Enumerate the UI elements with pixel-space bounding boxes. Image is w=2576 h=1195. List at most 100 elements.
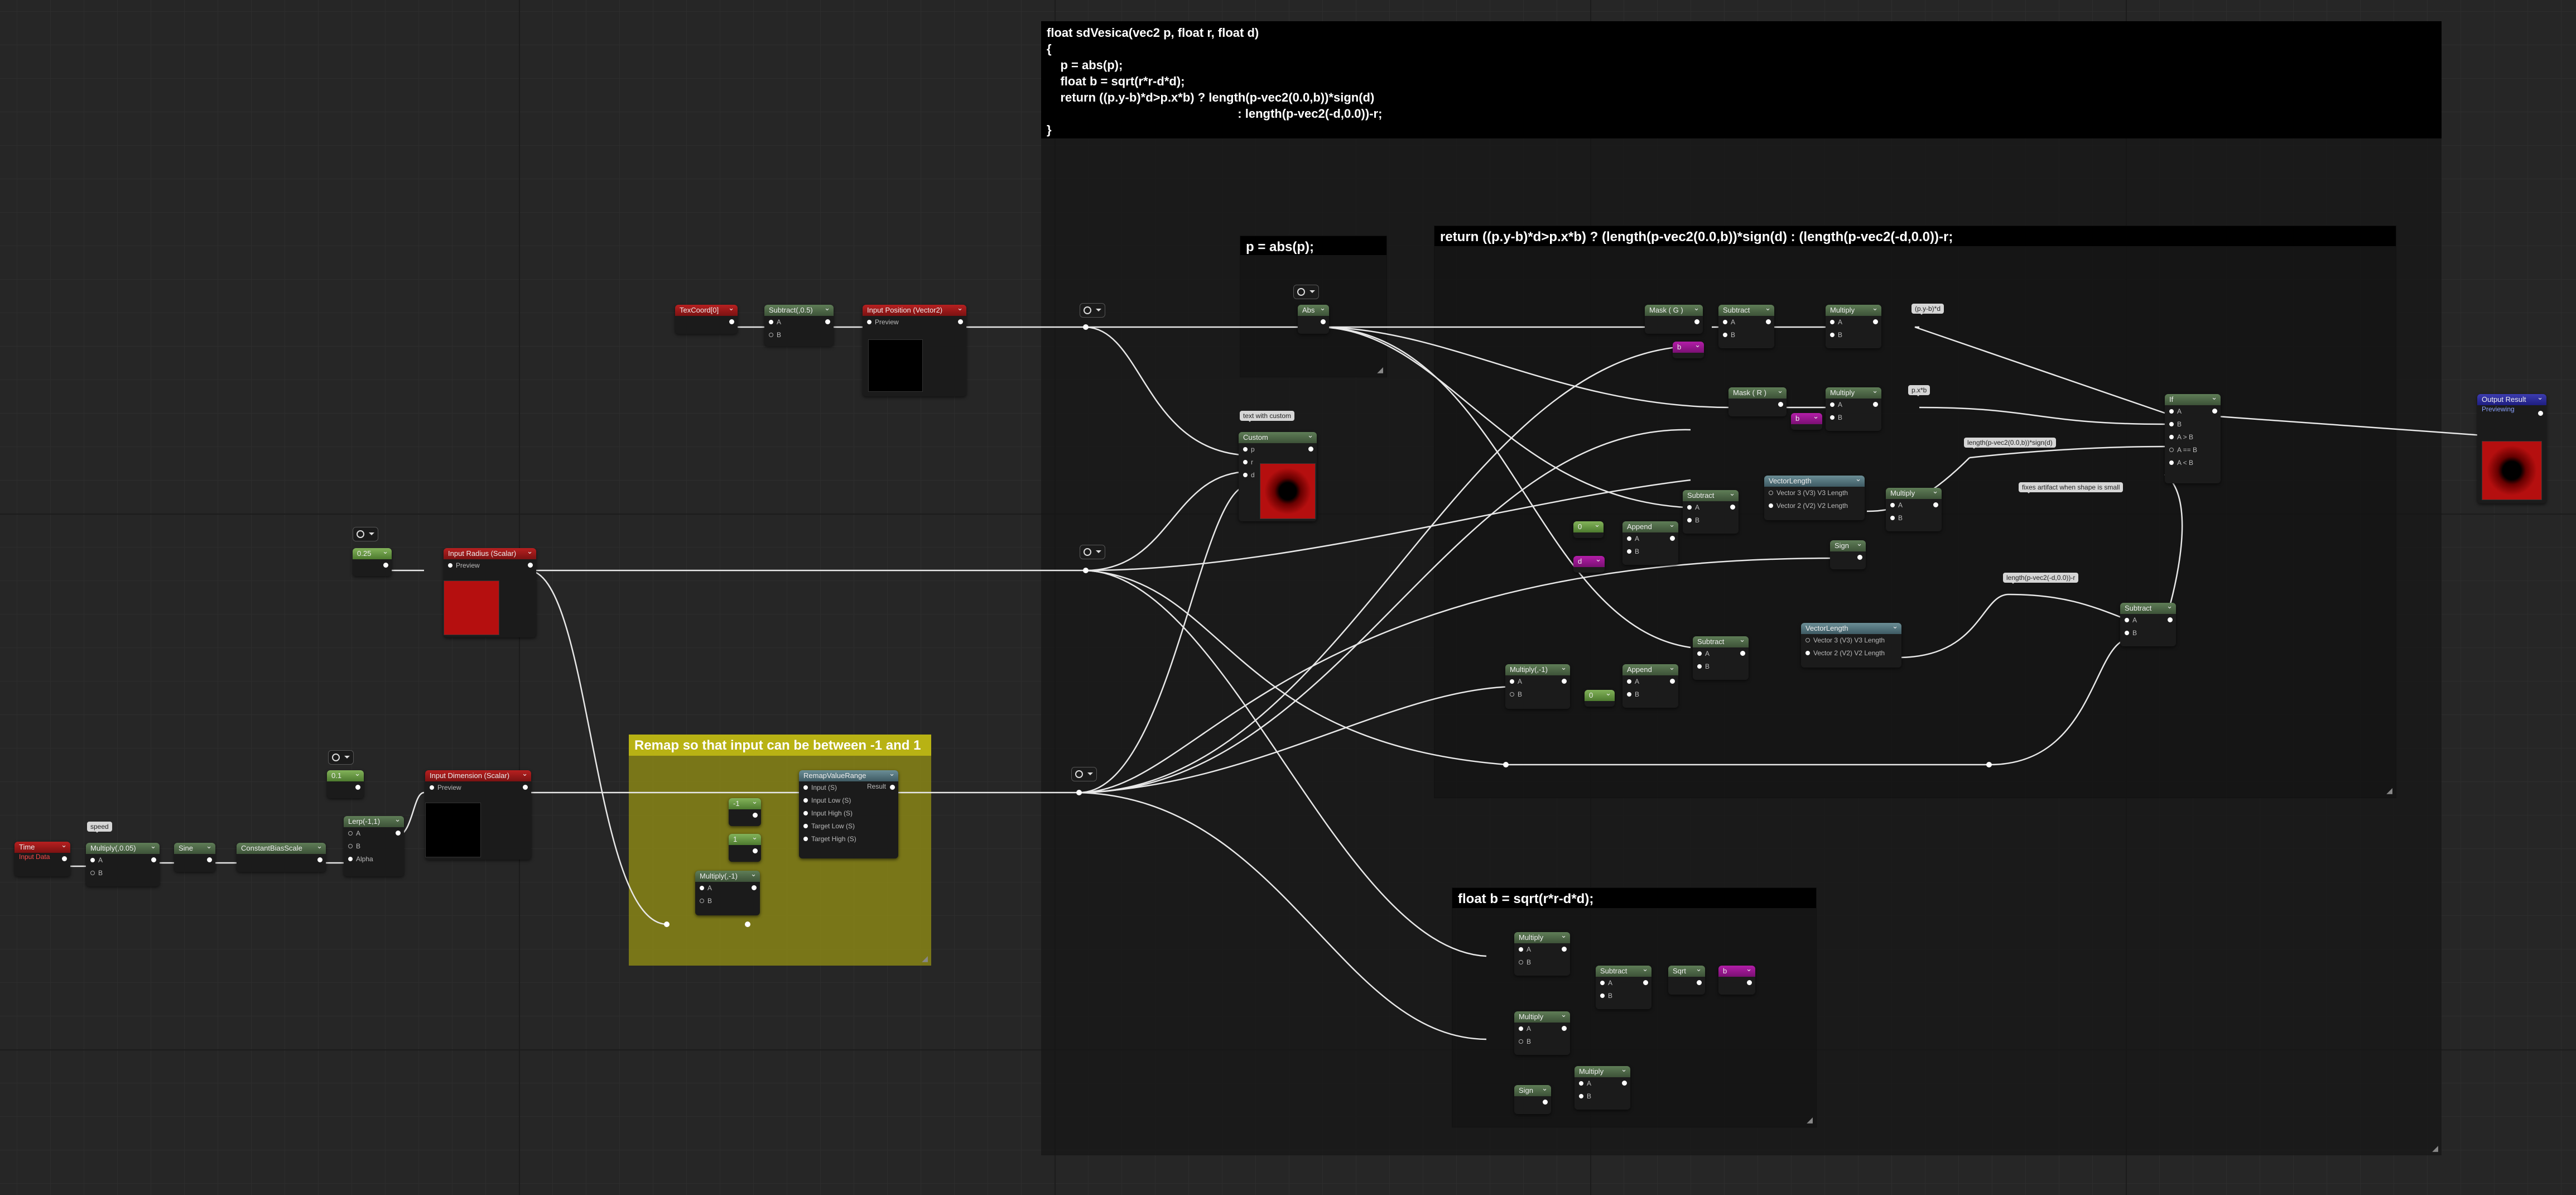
- lerp-output-pin[interactable]: [396, 831, 401, 836]
- pin-b[interactable]: B: [1886, 512, 1942, 525]
- remap-multiply-output-pin[interactable]: [752, 885, 757, 890]
- pin-b[interactable]: B: [1575, 1090, 1630, 1103]
- append-output-pin[interactable]: [1670, 536, 1675, 541]
- pin-b[interactable]: B: [1596, 990, 1651, 1002]
- custom-node[interactable]: Custom p r d: [1239, 432, 1317, 521]
- preview-pin[interactable]: Preview: [444, 559, 536, 572]
- reroute-node[interactable]: [1503, 762, 1509, 767]
- subtract-output-pin[interactable]: [1740, 651, 1745, 656]
- multiply-output-pin[interactable]: [1873, 402, 1878, 407]
- sine-output-pin[interactable]: [207, 857, 212, 862]
- pin-b[interactable]: B: [1683, 514, 1739, 527]
- b-param-output-node[interactable]: b: [1718, 966, 1755, 995]
- multiply-output-pin[interactable]: [1562, 1026, 1567, 1031]
- abs-node[interactable]: Abs: [1298, 305, 1329, 334]
- constant-bias-node[interactable]: ConstantBiasScale: [237, 843, 326, 872]
- pin-a[interactable]: A: [1596, 977, 1651, 990]
- reroute-node[interactable]: [745, 922, 750, 927]
- pin-a[interactable]: A: [1505, 675, 1570, 688]
- reroute-node[interactable]: [1986, 762, 1992, 767]
- sqrt-node[interactable]: Sqrt: [1668, 966, 1705, 995]
- pin-b[interactable]: B: [1826, 329, 1881, 342]
- pin-b[interactable]: B: [1718, 329, 1774, 342]
- pin-a[interactable]: A: [344, 827, 404, 840]
- sign-output-pin[interactable]: [1543, 1100, 1548, 1105]
- resize-grip-icon[interactable]: ◢: [1807, 1115, 1813, 1124]
- append-output-pin[interactable]: [1670, 679, 1675, 684]
- if-output-pin[interactable]: [2212, 409, 2217, 414]
- sign-output-pin[interactable]: [1857, 555, 1862, 560]
- if-pin-b[interactable]: B: [2165, 418, 2221, 431]
- sine-node[interactable]: Sine: [174, 843, 215, 872]
- pin-a[interactable]: A: [1514, 1023, 1570, 1035]
- pin-b[interactable]: B: [1693, 660, 1749, 673]
- multiply-output-pin[interactable]: [1622, 1081, 1627, 1086]
- reroute-node[interactable]: [1083, 324, 1089, 330]
- remap-input-low-pin[interactable]: Input Low (S): [799, 794, 898, 807]
- remap-const-1-node[interactable]: 1: [729, 834, 761, 862]
- if-pin-a[interactable]: A: [2165, 405, 2221, 418]
- pin-a[interactable]: A: [695, 882, 760, 895]
- remap-output-pin[interactable]: [890, 785, 895, 790]
- output-result-node[interactable]: Output Result Previewing: [2477, 394, 2546, 503]
- subtract-output-pin[interactable]: [2168, 617, 2173, 622]
- resize-grip-icon[interactable]: ◢: [1377, 365, 1383, 374]
- mask-r-output-pin[interactable]: [1778, 402, 1783, 407]
- remap-input-high-pin[interactable]: Input High (S): [799, 807, 898, 820]
- vector-length-node-1[interactable]: VectorLength Vector 3 (V3) V3 Length Vec…: [1764, 476, 1865, 520]
- subtract-output-pin[interactable]: [1730, 505, 1735, 510]
- remap-input-pin[interactable]: Input (S): [799, 781, 898, 794]
- input-radius-output-pin[interactable]: [528, 563, 533, 568]
- pin-a[interactable]: A: [1693, 647, 1749, 660]
- comment-bubble-toggle-icon[interactable]: [1080, 303, 1105, 318]
- custom-pin-r[interactable]: r: [1239, 456, 1317, 469]
- custom-pin-d[interactable]: d: [1239, 469, 1317, 482]
- if-node[interactable]: If A B A > B A == B A < B: [2165, 394, 2221, 483]
- comment-bubble-toggle-icon[interactable]: [1071, 767, 1097, 781]
- constant-bias-output-pin[interactable]: [317, 857, 322, 862]
- multiply-node-3[interactable]: Multiply A B: [1886, 488, 1942, 531]
- pin-b[interactable]: B: [2120, 627, 2176, 640]
- output-result-pin[interactable]: [2538, 411, 2543, 416]
- pin-a[interactable]: A: [1718, 316, 1774, 329]
- vector3-length-pin[interactable]: Vector 3 (V3) V3 Length: [1764, 487, 1865, 500]
- input-position-node[interactable]: Input Position (Vector2) Preview: [863, 305, 966, 396]
- multiply-speed-output-pin[interactable]: [151, 857, 156, 862]
- multiply-node-1[interactable]: Multiply A B: [1826, 305, 1881, 348]
- pin-a[interactable]: A: [1683, 501, 1739, 514]
- vector2-length-pin[interactable]: Vector 2 (V2) V2 Length: [1801, 647, 1901, 660]
- time-output-pin[interactable]: [62, 856, 67, 861]
- remap-target-low-pin[interactable]: Target Low (S): [799, 820, 898, 833]
- remap-target-high-pin[interactable]: Target High (S): [799, 833, 898, 846]
- pin-a[interactable]: A: [2120, 614, 2176, 627]
- reroute-node[interactable]: [1083, 568, 1089, 573]
- subtract-output-pin[interactable]: [1643, 980, 1648, 985]
- lerp-node[interactable]: Lerp(-1,1) A B Alpha: [344, 816, 404, 876]
- pin-b[interactable]: B: [1622, 688, 1678, 701]
- pin-b[interactable]: B: [1514, 956, 1570, 969]
- dimension-constant-output-pin[interactable]: [355, 785, 360, 790]
- vector3-length-pin[interactable]: Vector 3 (V3) V3 Length: [1801, 634, 1901, 647]
- pin-alpha[interactable]: Alpha: [344, 853, 404, 866]
- reroute-node[interactable]: [664, 922, 670, 927]
- texcoord-node[interactable]: TexCoord[0]: [675, 305, 738, 334]
- resize-grip-icon[interactable]: ◢: [2386, 786, 2392, 795]
- multiply-node-sqrt-3[interactable]: Multiply A B: [1575, 1066, 1630, 1110]
- comment-bubble-toggle-icon[interactable]: [1293, 285, 1319, 299]
- append-node-1[interactable]: Append A B: [1622, 521, 1678, 565]
- input-radius-node[interactable]: Input Radius (Scalar) Preview: [444, 548, 536, 637]
- b-param-node-1[interactable]: b: [1673, 342, 1704, 358]
- if-pin-a-less-b[interactable]: A < B: [2165, 457, 2221, 469]
- input-position-output-pin[interactable]: [958, 319, 963, 324]
- comment-bubble-toggle-icon[interactable]: [353, 527, 378, 541]
- remap-const-neg1-node[interactable]: -1: [729, 798, 761, 826]
- pin-b[interactable]: B: [764, 329, 834, 342]
- sqrt-output-pin[interactable]: [1697, 980, 1702, 985]
- resize-grip-icon[interactable]: ◢: [2432, 1144, 2438, 1153]
- pin-b[interactable]: B: [1622, 545, 1678, 558]
- texcoord-output-pin[interactable]: [729, 319, 734, 324]
- time-node[interactable]: Time Input Data: [15, 842, 70, 876]
- mask-g-node[interactable]: Mask ( G ): [1645, 305, 1703, 334]
- remap-const-1-output-pin[interactable]: [753, 848, 758, 853]
- subtract-node-sqrt[interactable]: Subtract A B: [1596, 966, 1651, 1009]
